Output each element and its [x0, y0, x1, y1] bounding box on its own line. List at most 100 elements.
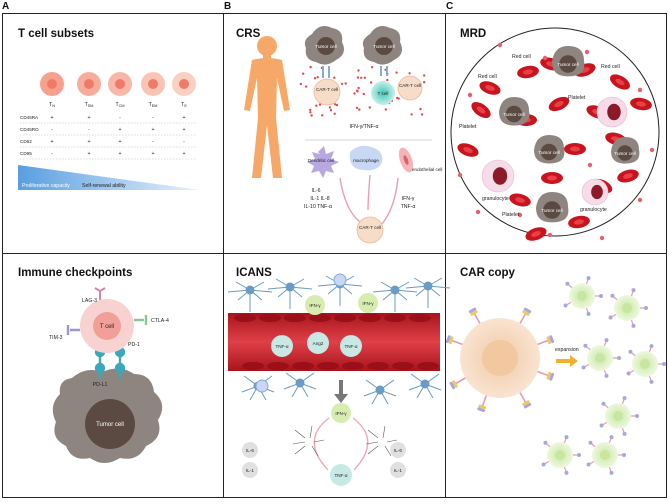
mrd-tumor-label: Tumor cell [541, 208, 562, 213]
mrd-tumor-label: Tumor cell [503, 112, 524, 117]
platelet [637, 87, 643, 93]
expanded-car-receptor-head [601, 401, 606, 406]
cytokine-dot [386, 78, 389, 82]
expanded-car-receptor-head [563, 303, 568, 308]
tim3-receptor-icon [66, 325, 80, 335]
marker-value: + [151, 127, 154, 133]
expanded-car-receptor-head [577, 453, 581, 457]
mrd-tumor-nucleus [540, 143, 558, 161]
crs-cytokine-left-3: IL-10 TNF-α [304, 204, 332, 210]
mrd-tumor-nucleus [505, 105, 523, 123]
expanded-car-receptor-head [543, 440, 548, 445]
neuron-process [372, 281, 418, 312]
svg-text:TNF-α: TNF-α [275, 344, 288, 349]
platelet [649, 147, 655, 153]
red-cell-center [615, 78, 625, 86]
expanded-car-receptor-head [644, 306, 648, 310]
expansion-label: expansion [555, 347, 579, 353]
mrd-label-red-cell-1: Red cell [512, 54, 531, 60]
cytokine-dot [309, 111, 312, 114]
expanded-car-t-nucleus [577, 291, 587, 301]
subset-nucleus-tem [148, 79, 158, 89]
expanded-car-receptor-head [609, 435, 614, 440]
svg-text:CAR-T cell: CAR-T cell [399, 83, 421, 88]
cytokine-dot [329, 109, 333, 112]
cytokine-dot [310, 114, 313, 117]
cytokine-dot [333, 103, 337, 106]
neuron-body [423, 281, 433, 291]
mrd-tumor-nucleus [559, 55, 577, 73]
expanded-car-receptor-head [583, 343, 588, 348]
svg-text:IFN-γ: IFN-γ [335, 411, 347, 416]
cytokine-dot [299, 82, 303, 86]
mrd-label-platelet-2: Platelet [459, 124, 477, 130]
expanded-car-receptor-head [649, 379, 654, 384]
marker-value: + [151, 151, 154, 157]
subset-nucleus-tn [47, 79, 57, 89]
tcr-receptor [380, 66, 388, 76]
vessel-cell-bottom [342, 362, 364, 370]
neuron-process [363, 379, 397, 405]
expanded-car-receptor-head [631, 323, 636, 328]
expanded-car-receptor-head [599, 294, 603, 298]
vessel-cell-top [284, 314, 306, 322]
cytokine-dot [419, 107, 422, 111]
marker-value: + [118, 139, 121, 145]
svg-text:endothelial cell: endothelial cell [412, 167, 442, 172]
self-renewal-label: Self-renewal ability [82, 183, 126, 189]
cytokine-dot [335, 103, 339, 107]
svg-text:CAR-T cell: CAR-T cell [359, 225, 381, 230]
marker-value: + [182, 151, 185, 157]
vessel-cell-top [409, 314, 431, 322]
car-receptor-head [452, 380, 458, 388]
icans-ang2-bubble: Ang2 [307, 332, 329, 354]
car-receptor-stalk [519, 312, 527, 324]
expanded-car-receptor-head [631, 288, 636, 293]
cytokine-dot [305, 85, 308, 88]
marker-name-cd45ro: CD45RO [20, 127, 39, 132]
vessel-cell-top [259, 314, 281, 322]
vessel-cell-top [384, 314, 406, 322]
expanded-car-receptor-head [626, 371, 631, 376]
expanded-car-t-nucleus [613, 411, 623, 421]
vessel-cell-top [359, 314, 381, 322]
neurons-top [227, 273, 451, 312]
neuron-body [245, 285, 255, 295]
checkpoint-tumor-cell: Tumor cell [52, 368, 163, 463]
svg-text:T cell: T cell [378, 91, 389, 96]
neurons-bottom [241, 372, 442, 405]
cytokine-dot [410, 113, 413, 116]
marker-value: - [152, 115, 154, 121]
expanded-car-receptor-head [586, 311, 591, 316]
ctla4-label: CTLA-4 [151, 318, 169, 324]
car-receptor-stalk [473, 312, 481, 324]
platelet [517, 212, 523, 218]
marker-value: + [50, 115, 53, 121]
car-receptor-head [546, 371, 552, 380]
dendritic-cell: Dendritic cell [307, 146, 339, 178]
granulocyte-nucleus [492, 167, 508, 185]
pdl1-label: PD-L1 [93, 382, 108, 388]
panel-car-copy: CAR copy expansion [445, 267, 666, 475]
platelet [497, 42, 503, 48]
cytokine-dot [321, 114, 324, 117]
lag3-label: LAG-3 [82, 298, 97, 304]
icans-il6-left: IL-6 [242, 442, 258, 458]
vessel-cell-bottom [267, 362, 289, 370]
cytokine-dot [309, 108, 312, 112]
expanded-car-t-nucleus [555, 450, 565, 460]
expanded-car-receptor-head [622, 453, 626, 457]
platelet [547, 232, 553, 238]
car-receptor-head [546, 336, 552, 345]
vessel-cell-bottom [392, 362, 414, 370]
svg-text:CAR-T cell: CAR-T cell [316, 87, 338, 92]
checkpoints-title: Immune checkpoints [18, 267, 132, 279]
cytokine-dot [309, 65, 312, 69]
platelets [457, 42, 655, 241]
tcell-subsets-title: T cell subsets [18, 28, 94, 40]
expanded-car-t-nucleus [595, 353, 605, 363]
platelet [599, 235, 605, 241]
svg-text:TNF-α: TNF-α [344, 344, 357, 349]
cytokine-dot [328, 106, 332, 109]
